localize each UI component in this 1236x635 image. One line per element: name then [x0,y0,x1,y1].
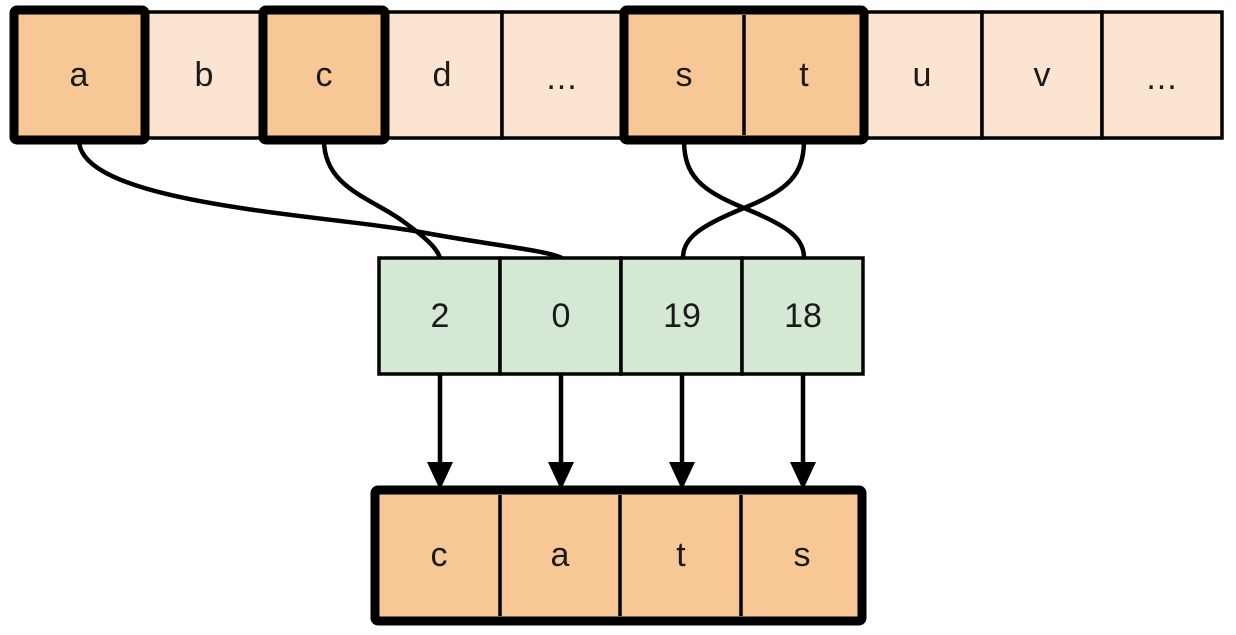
alphabet-cell-d[interactable]: d [380,10,504,140]
connector-a-to-0 [76,137,565,261]
arrow-index-0-to-output-0 [427,374,453,490]
alphabet-cell-ellipsis-1-box [500,10,624,140]
output-cell-1[interactable]: a [551,536,570,574]
connector-t-to-19 [680,137,807,261]
index-cell-0-box [377,256,502,376]
alphabet-cell-b[interactable]: b [142,10,266,140]
index-cell-1[interactable]: 0 [498,256,623,376]
index-cell-3-label: 18 [784,297,822,335]
arrow-index-2-to-output-2 [669,374,695,490]
alphabet-cell-c-label: c [316,56,333,94]
output-row: c a t s [370,485,867,626]
alphabet-cell-a-label: a [70,56,89,94]
index-cell-1-label: 0 [552,297,571,335]
alphabet-cell-b-label: b [195,56,214,94]
alphabet-cell-ellipsis-1[interactable]: ... [500,10,624,140]
alphabet-cell-t[interactable]: t [799,56,809,94]
alphabet-cell-u-label: u [913,56,932,94]
output-cell-1-label: a [551,536,570,574]
index-cell-3[interactable]: 18 [740,256,865,376]
output-cell-2[interactable]: t [676,536,686,574]
alphabet-cell-u[interactable]: u [860,10,984,140]
alphabet-cell-v-box [980,10,1104,140]
alphabet-cell-t-label: t [799,56,809,94]
alphabet-cell-d-box [380,10,504,140]
index-cell-0-label: 2 [431,297,450,335]
connector-s-to-18 [681,137,807,261]
arrow-index-1-to-output-1 [548,374,574,490]
index-cell-2[interactable]: 19 [619,256,744,376]
alphabet-cell-v[interactable]: v [980,10,1104,140]
index-row: 2 0 19 18 [377,256,865,376]
alphabet-cell-v-label: v [1034,56,1051,94]
output-cell-0-label: c [431,536,448,574]
output-cell-3-label: s [794,536,811,574]
alphabet-cell-d-label: d [433,56,452,94]
down-arrows [427,374,816,490]
alphabet-cell-ellipsis-1-label: ... [546,59,577,97]
output-cell-3[interactable]: s [794,536,811,574]
index-cell-0[interactable]: 2 [377,256,502,376]
alphabet-cell-ellipsis-2-label: ... [1146,59,1177,97]
alphabet-cell-ellipsis-2-box [1100,10,1224,140]
index-cell-2-box [619,256,744,376]
index-cell-3-box [740,256,865,376]
alphabet-cell-s[interactable]: s [676,56,693,94]
connector-c-to-2 [321,137,443,261]
output-cell-0[interactable]: c [431,536,448,574]
alphabet-row: b d ... u v ... a [9,5,1224,145]
curved-connectors [76,137,807,261]
arrow-index-3-to-output-3 [790,374,816,490]
alphabet-cell-a[interactable]: a [9,5,150,145]
alphabet-cell-s-label: s [676,56,693,94]
index-cell-2-label: 19 [663,297,701,335]
alphabet-cell-c[interactable]: c [258,5,390,145]
output-cell-2-label: t [676,536,686,574]
alphabet-cell-ellipsis-2[interactable]: ... [1100,10,1224,140]
alphabet-cell-group-st: s t [619,5,869,145]
